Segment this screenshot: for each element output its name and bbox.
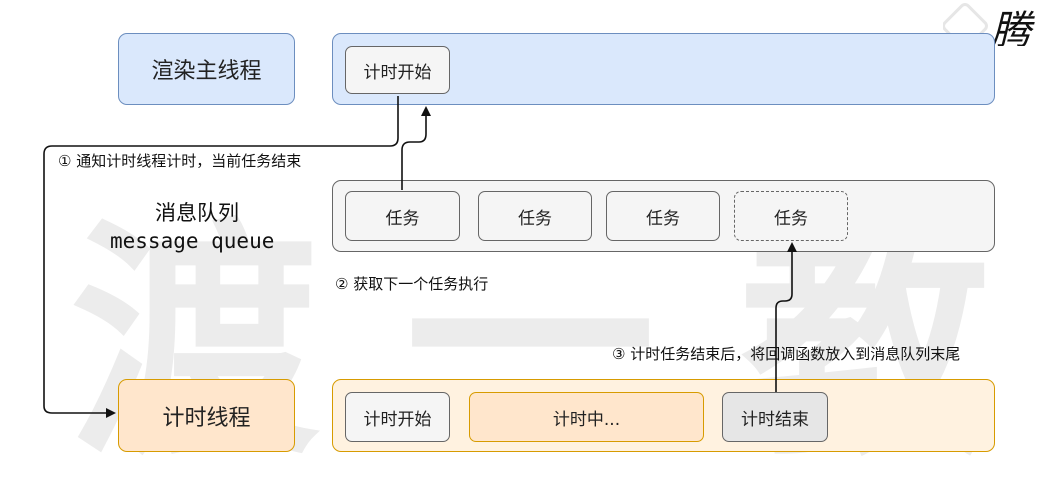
- queue-task-2: 任务: [478, 191, 592, 241]
- message-queue-label-en: message queue: [110, 229, 275, 253]
- annotation-step-3: ③ 计时任务结束后，将回调函数放入到消息队列末尾: [612, 345, 961, 363]
- timer-end-chip: 计时结束: [722, 392, 828, 442]
- main-thread-label: 渲染主线程: [118, 33, 295, 105]
- annotation-step-2: ② 获取下一个任务执行: [335, 275, 489, 293]
- timer-running-chip: 计时中...: [469, 392, 704, 442]
- arrow-callback-to-queue: [775, 242, 797, 392]
- annotation-step-1: ① 通知计时线程计时，当前任务结束: [58, 152, 302, 170]
- main-thread-timer-start-task: 计时开始: [345, 46, 450, 94]
- queue-task-3: 任务: [606, 191, 720, 241]
- timer-thread-label: 计时线程: [118, 379, 295, 452]
- queue-task-1: 任务: [345, 191, 460, 241]
- timer-start-chip: 计时开始: [345, 392, 450, 442]
- message-queue-label-cn: 消息队列: [155, 201, 239, 225]
- queue-task-new-callback: 任务: [734, 191, 848, 241]
- watermark-logo-text: 腾: [991, 8, 1031, 46]
- watermark-logo: 腾: [943, 0, 1063, 46]
- arrow-fetch-next-task: [401, 106, 431, 190]
- arrow-notify-timer-thread: [43, 96, 399, 418]
